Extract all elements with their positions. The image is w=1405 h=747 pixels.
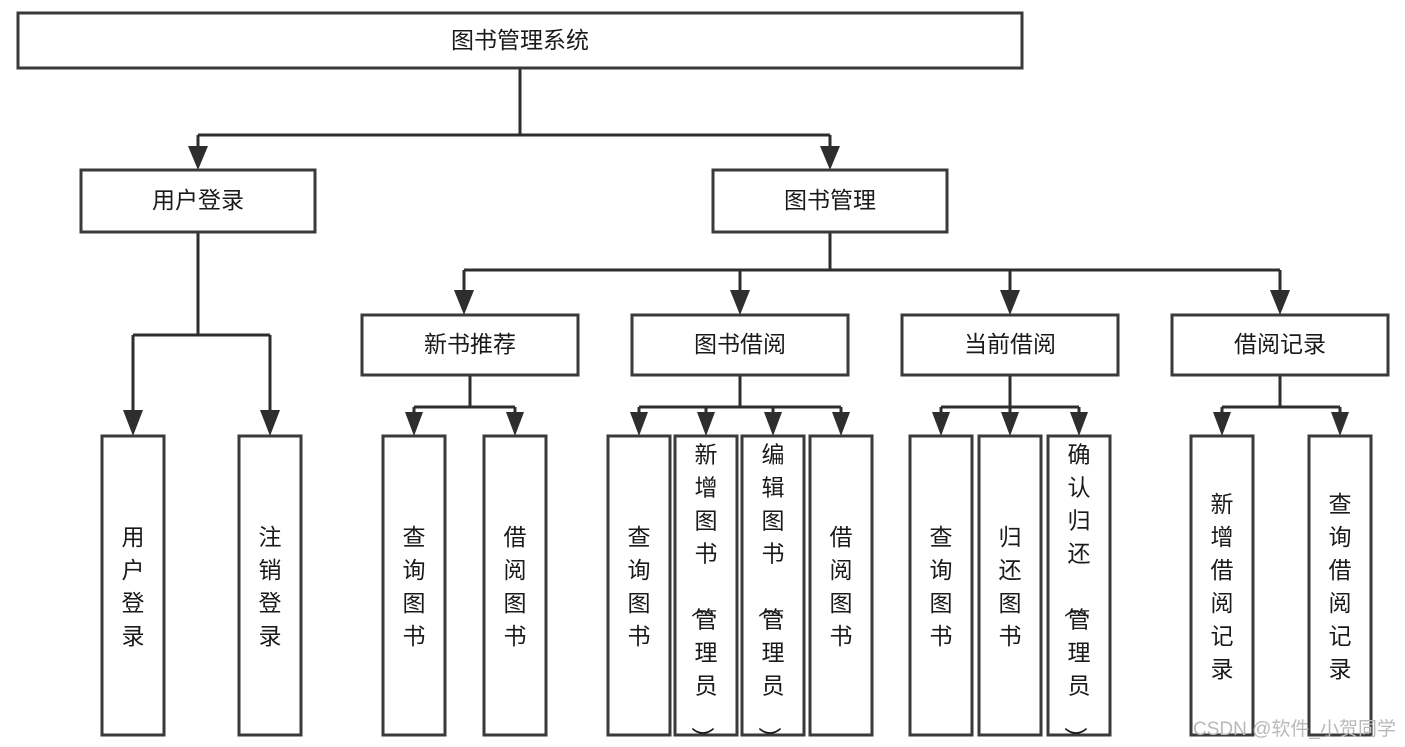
node-borrow-record-box[interactable] xyxy=(1170,313,1390,377)
arrow-head-user-login-child-2 xyxy=(260,410,280,436)
node-book-borrow-box[interactable] xyxy=(630,313,850,377)
node-leaf-add-borrow-record-box[interactable] xyxy=(1189,434,1255,737)
arrow-head-book-borrow-child-3 xyxy=(764,412,782,436)
node-root-system[interactable]: 图书管理系统 xyxy=(16,11,1024,70)
arrow-head-user-login xyxy=(188,146,208,170)
node-current-borrow-box[interactable] xyxy=(900,313,1120,377)
node-leaf-return-book-box[interactable] xyxy=(977,434,1043,737)
arrow-head-user-login-child-1 xyxy=(123,410,143,436)
arrow-head-level3-1 xyxy=(454,290,474,315)
node-leaf-add-borrow-record[interactable]: 新增借阅记录 xyxy=(1189,434,1255,737)
node-leaf-user-login-box[interactable] xyxy=(100,434,166,737)
arrow-head-borrow-record-child-2 xyxy=(1331,412,1349,436)
node-leaf-logout-box[interactable] xyxy=(237,434,303,737)
node-new-book-recommend-box[interactable] xyxy=(360,313,580,377)
node-leaf-query-borrow-record[interactable]: 查询借阅记录 xyxy=(1307,434,1373,737)
node-current-borrow-label: 当前借阅 xyxy=(964,331,1056,357)
node-leaf-borrow-book-new-box[interactable] xyxy=(482,434,548,737)
node-leaf-logout-label: 注销登录 xyxy=(259,524,282,649)
node-leaf-add-borrow-record-label: 新增借阅记录 xyxy=(1211,491,1234,682)
connector-group-book-borrow-children xyxy=(630,375,850,436)
node-leaf-query-book-new-box[interactable] xyxy=(381,434,447,737)
node-leaf-add-book-admin[interactable]: 新增图书（管理员） xyxy=(673,434,739,747)
node-leaf-query-book-current-box[interactable] xyxy=(908,434,974,737)
node-current-borrow[interactable]: 当前借阅 xyxy=(900,313,1120,377)
node-leaf-borrow-book-label: 借阅图书 xyxy=(830,524,853,649)
node-leaf-edit-book-admin[interactable]: 编辑图书（管理员） xyxy=(740,434,806,747)
connector-group-new-book-children xyxy=(405,375,524,436)
node-leaf-add-book-admin-box[interactable] xyxy=(673,434,739,737)
arrow-head-level3-3 xyxy=(1000,290,1020,315)
connector-group-borrow-record-children xyxy=(1213,375,1349,436)
node-new-book-recommend-label: 新书推荐 xyxy=(424,331,516,357)
node-root-system-box[interactable] xyxy=(16,11,1024,70)
node-new-book-recommend[interactable]: 新书推荐 xyxy=(360,313,580,377)
node-book-borrow-label: 图书借阅 xyxy=(694,331,786,357)
arrow-head-level3-4 xyxy=(1270,290,1290,315)
arrow-head-new-book-child-1 xyxy=(405,412,423,436)
node-leaf-borrow-book[interactable]: 借阅图书 xyxy=(808,434,874,737)
arrow-head-current-borrow-child-2 xyxy=(1001,412,1019,436)
node-leaf-borrow-book-box[interactable] xyxy=(808,434,874,737)
node-leaf-query-borrow-record-box[interactable] xyxy=(1307,434,1373,737)
node-borrow-record-label: 借阅记录 xyxy=(1234,331,1326,357)
csdn-watermark: CSDN @软件_小贺同学 xyxy=(1193,718,1396,740)
arrow-head-current-borrow-child-3 xyxy=(1070,412,1088,436)
node-book-borrow[interactable]: 图书借阅 xyxy=(630,313,850,377)
arrow-head-level3-2 xyxy=(730,290,750,315)
connector-group-book-mgmt-to-level3 xyxy=(454,232,1290,315)
arrow-head-book-borrow-child-2 xyxy=(697,412,715,436)
node-leaf-confirm-return-admin-box[interactable] xyxy=(1046,434,1112,737)
node-leaf-query-book-current[interactable]: 查询图书 xyxy=(908,434,974,737)
node-user-login[interactable]: 用户登录 xyxy=(79,168,317,234)
node-leaf-edit-book-admin-box[interactable] xyxy=(740,434,806,737)
node-root-system-label: 图书管理系统 xyxy=(451,27,589,53)
node-leaf-borrow-book-new[interactable]: 借阅图书 xyxy=(482,434,548,737)
node-leaf-confirm-return-admin[interactable]: 确认归还（管理员） xyxy=(1046,434,1112,747)
connector-group-user-login-children xyxy=(123,232,280,436)
node-leaf-query-book-borrow-box[interactable] xyxy=(606,434,672,737)
arrow-head-borrow-record-child-1 xyxy=(1213,412,1231,436)
node-leaf-query-book-borrow[interactable]: 查询图书 xyxy=(606,434,672,737)
node-leaf-query-book-new-label: 查询图书 xyxy=(403,524,426,649)
node-leaf-query-borrow-record-label: 查询借阅记录 xyxy=(1329,491,1352,682)
node-borrow-record[interactable]: 借阅记录 xyxy=(1170,313,1390,377)
node-book-management[interactable]: 图书管理 xyxy=(711,168,949,234)
node-leaf-query-book-borrow-label: 查询图书 xyxy=(628,524,651,649)
node-leaf-query-book-new[interactable]: 查询图书 xyxy=(381,434,447,737)
arrow-head-current-borrow-child-1 xyxy=(932,412,950,436)
node-leaf-user-login-label: 用户登录 xyxy=(122,524,145,649)
arrow-head-new-book-child-2 xyxy=(506,412,524,436)
node-leaf-borrow-book-new-label: 借阅图书 xyxy=(504,524,527,649)
node-leaf-edit-book-admin-label: 编辑图书（管理员） xyxy=(757,442,785,747)
node-user-login-label: 用户登录 xyxy=(152,187,244,213)
node-book-management-box[interactable] xyxy=(711,168,949,234)
node-leaf-add-book-admin-label: 新增图书（管理员） xyxy=(690,442,718,747)
node-user-login-box[interactable] xyxy=(79,168,317,234)
node-leaf-return-book[interactable]: 归还图书 xyxy=(977,434,1043,737)
arrow-head-book-borrow-child-4 xyxy=(832,412,850,436)
connector-group-current-borrow-children xyxy=(932,375,1088,436)
node-leaf-user-login[interactable]: 用户登录 xyxy=(100,434,166,737)
node-leaf-logout[interactable]: 注销登录 xyxy=(237,434,303,737)
node-leaf-confirm-return-admin-label: 确认归还（管理员） xyxy=(1063,442,1091,747)
node-leaf-query-book-current-label: 查询图书 xyxy=(930,524,953,649)
arrow-head-book-mgmt xyxy=(820,146,840,170)
node-leaf-return-book-label: 归还图书 xyxy=(999,524,1022,649)
connector-group-root-to-level2 xyxy=(188,68,840,170)
arrow-head-book-borrow-child-1 xyxy=(630,412,648,436)
node-book-management-label: 图书管理 xyxy=(784,187,876,213)
